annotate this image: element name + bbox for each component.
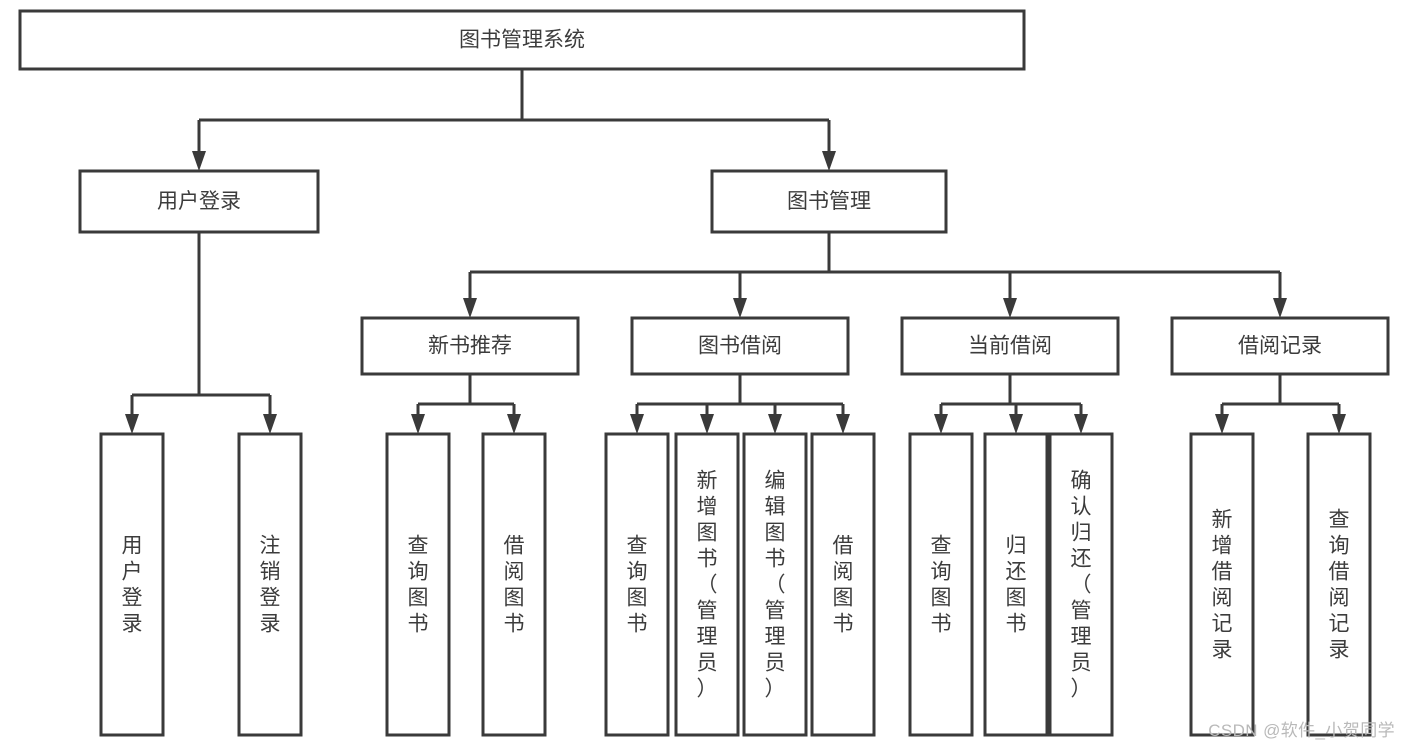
node-new-book-recommend[interactable]: 新书推荐 — [360, 316, 580, 376]
connector-layer — [125, 69, 1346, 434]
node-current-borrow-label: 当前借阅 — [968, 335, 1052, 358]
node-leaf-query-book-2[interactable]: 查询图书 — [604, 432, 670, 737]
node-leaf-return-book[interactable]: 归还图书 — [983, 432, 1049, 737]
node-leaf-borrow-book-2-box[interactable] — [810, 432, 876, 737]
node-leaf-query-book-2-box[interactable] — [604, 432, 670, 737]
node-user-login-label: 用户登录 — [157, 190, 241, 213]
node-leaf-query-book-3[interactable]: 查询图书 — [908, 432, 974, 737]
node-book-borrow[interactable]: 图书借阅 — [630, 316, 850, 376]
node-leaf-user-login[interactable]: 用户登录 — [99, 432, 165, 737]
edge-group-new-book-recommend — [411, 374, 521, 434]
node-book-manage[interactable]: 图书管理 — [710, 169, 948, 234]
node-leaf-query-book-1-box[interactable] — [385, 432, 451, 737]
node-leaf-edit-book-label: 编辑图书（管理员） — [765, 470, 786, 701]
edge-group-root — [192, 69, 836, 171]
node-book-borrow-box[interactable] — [630, 316, 850, 376]
node-leaf-query-book-1[interactable]: 查询图书 — [385, 432, 451, 737]
node-leaf-query-book-3-box[interactable] — [908, 432, 974, 737]
node-leaf-confirm-return-box[interactable] — [1048, 432, 1114, 737]
node-leaf-confirm-return-label: 确认归还（管理员） — [1071, 470, 1092, 701]
node-leaf-edit-book[interactable]: 编辑图书（管理员） — [742, 432, 808, 737]
node-book-manage-box[interactable] — [710, 169, 948, 234]
node-root-book-management-system[interactable]: 图书管理系统 — [18, 9, 1026, 71]
node-leaf-borrow-book-2[interactable]: 借阅图书 — [810, 432, 876, 737]
node-leaf-user-login-box[interactable] — [99, 432, 165, 737]
edge-group-book-manage — [463, 232, 1287, 318]
node-leaf-user-logout-label: 注销登录 — [260, 535, 281, 636]
node-leaf-return-book-box[interactable] — [983, 432, 1049, 737]
node-new-book-recommend-label: 新书推荐 — [428, 335, 512, 358]
node-borrow-record[interactable]: 借阅记录 — [1170, 316, 1390, 376]
node-leaf-borrow-book-1-box[interactable] — [481, 432, 547, 737]
node-root-book-management-system-box[interactable] — [18, 9, 1026, 71]
node-leaf-query-book-1-label: 查询图书 — [408, 535, 429, 636]
edge-group-book-borrow — [630, 374, 850, 434]
node-borrow-record-box[interactable] — [1170, 316, 1390, 376]
node-borrow-record-label: 借阅记录 — [1238, 335, 1322, 358]
node-leaf-user-logout[interactable]: 注销登录 — [237, 432, 303, 737]
edge-group-borrow-record — [1215, 374, 1346, 434]
node-leaf-add-book-label: 新增图书（管理员） — [697, 470, 718, 701]
node-leaf-edit-book-box[interactable] — [742, 432, 808, 737]
node-leaf-borrow-book-2-label: 借阅图书 — [833, 535, 854, 636]
node-user-login-box[interactable] — [78, 169, 320, 234]
node-leaf-borrow-book-1[interactable]: 借阅图书 — [481, 432, 547, 737]
node-leaf-add-record-label: 新增借阅记录 — [1212, 509, 1233, 662]
csdn-watermark: CSDN @软件_小贺同学 — [1208, 721, 1395, 740]
node-current-borrow[interactable]: 当前借阅 — [900, 316, 1120, 376]
node-book-manage-label: 图书管理 — [787, 190, 871, 213]
node-new-book-recommend-box[interactable] — [360, 316, 580, 376]
node-layer: 图书管理系统用户登录图书管理新书推荐图书借阅当前借阅借阅记录用户登录注销登录查询… — [18, 9, 1390, 737]
node-leaf-add-record[interactable]: 新增借阅记录 — [1189, 432, 1255, 737]
node-current-borrow-box[interactable] — [900, 316, 1120, 376]
edge-group-current-borrow — [934, 374, 1088, 434]
node-leaf-add-book[interactable]: 新增图书（管理员） — [674, 432, 740, 737]
node-leaf-user-logout-box[interactable] — [237, 432, 303, 737]
edge-group-user-login — [125, 232, 277, 434]
node-leaf-query-record[interactable]: 查询借阅记录 — [1306, 432, 1372, 737]
node-leaf-confirm-return[interactable]: 确认归还（管理员） — [1048, 432, 1114, 737]
node-root-book-management-system-label: 图书管理系统 — [459, 29, 585, 52]
node-leaf-query-book-2-label: 查询图书 — [627, 535, 648, 636]
node-leaf-query-record-box[interactable] — [1306, 432, 1372, 737]
node-leaf-return-book-label: 归还图书 — [1006, 535, 1027, 636]
node-leaf-add-book-box[interactable] — [674, 432, 740, 737]
node-leaf-add-record-box[interactable] — [1189, 432, 1255, 737]
node-user-login[interactable]: 用户登录 — [78, 169, 320, 234]
node-leaf-user-login-label: 用户登录 — [122, 535, 143, 636]
node-leaf-query-record-label: 查询借阅记录 — [1329, 509, 1350, 662]
node-leaf-query-book-3-label: 查询图书 — [931, 535, 952, 636]
node-book-borrow-label: 图书借阅 — [698, 335, 782, 358]
node-leaf-borrow-book-1-label: 借阅图书 — [504, 535, 525, 636]
